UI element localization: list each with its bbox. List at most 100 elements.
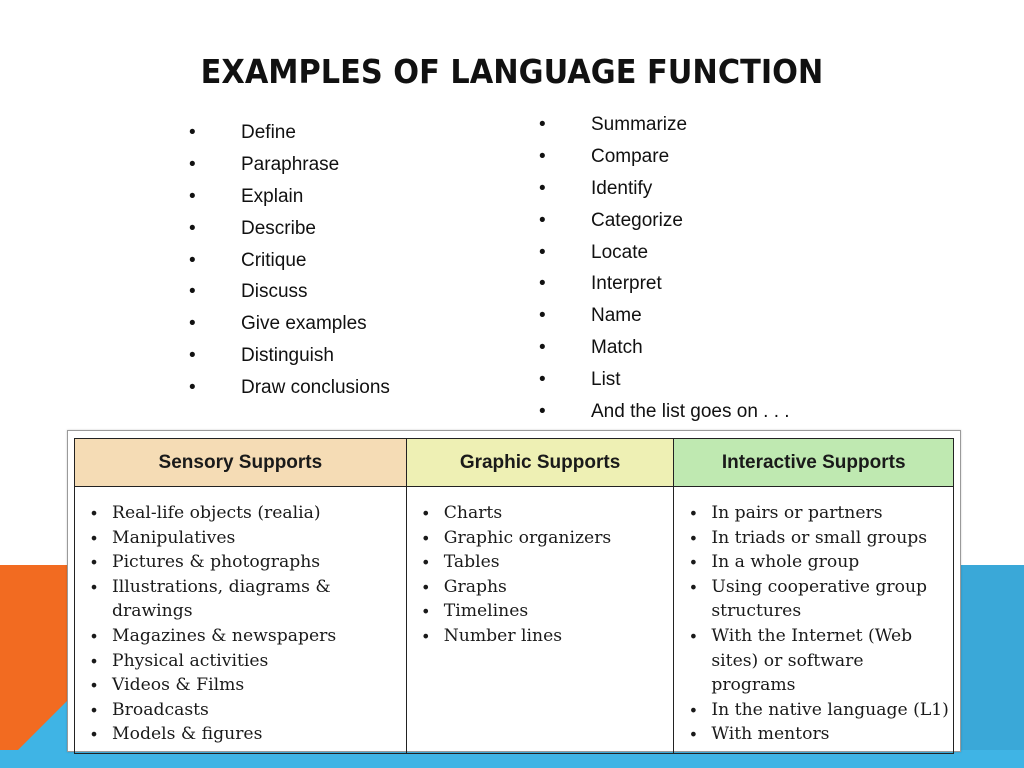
cell-item-text: Models & figures [112,724,263,745]
list-item-text: Discuss [241,281,308,303]
list-item: •Explain [189,185,390,219]
bullet-icon: • [539,273,546,295]
cell-item-text: Illustrations, diagrams & drawings [112,576,331,622]
bullet-icon: • [91,724,98,745]
list-item: •Manipulatives [89,526,406,551]
list-item: • Graphic organizers [421,526,674,551]
cell-item-text: With mentors [711,724,830,745]
bullet-icon: • [690,552,697,573]
cell-item-text: Real-life objects (realia) [112,503,321,523]
list-item: • Interpret [539,274,790,306]
list-item: • Models & figures [89,722,406,747]
list-item: •With mentors [688,722,953,747]
bullet-icon: • [189,153,196,175]
list-item: •Pictures & photographs [89,550,406,575]
list-item: •And the list goes on . . . [539,402,790,434]
list-item: •Compare [539,145,790,179]
slide-title: EXAMPLES OF LANGUAGE FUNCTION [200,52,824,91]
bullet-icon: • [539,337,546,359]
list-item: • Number lines [421,624,674,649]
bullet-icon: • [690,699,697,720]
cell-item-text: Using cooperative group structures [711,576,928,622]
bullet-icon: • [690,527,697,548]
list-item-text: Name [591,305,642,327]
list-item-text: Give examples [241,313,367,335]
table-header-row: Sensory Supports Graphic Supports Intera… [74,438,954,487]
list-item: •Distinguish [189,346,390,378]
cell-item-text: Magazines & newspapers [112,625,337,646]
bullet-icon: • [539,401,546,423]
bullet-icon: • [539,209,546,231]
bullet-icon: • [422,527,429,548]
cell-item-text: In the native language (L1) [711,699,949,720]
list-item: • In a whole group [688,550,953,575]
bullet-icon: • [539,114,546,135]
list-item: • Magazines & newspapers [89,624,406,649]
bullet-icon: • [189,249,196,271]
list-item: • Summarize [539,115,790,147]
bullet-icon: • [422,625,429,646]
list-item: • Match [539,338,790,370]
list-item: • Paraphrase [189,153,390,187]
bullet-icon: • [91,625,98,646]
list-item-text: Define [241,122,296,143]
graphic-supports-header: Graphic Supports [405,438,675,487]
list-item-text: Summarize [591,114,688,135]
list-item: •Charts [421,501,674,526]
bullet-icon: • [91,503,98,523]
cell-item-text: Number lines [443,625,563,646]
list-item: • In triads or small groups [688,526,953,551]
cell-item-text: In a whole group [711,552,860,573]
supports-table-image: Sensory Supports Graphic Supports Intera… [67,430,961,754]
list-item-text: Identify [591,177,653,199]
list-item: •Categorize [539,209,790,243]
bullet-icon: • [539,145,546,167]
list-item: • Real-life objects (realia) [89,501,406,526]
list-item: •Physical activities [89,649,406,674]
list-item: •Locate [539,241,790,275]
bullet-icon: • [91,650,98,671]
cell-item-text: In triads or small groups [711,527,928,548]
cell-item-text: In pairs or partners [711,503,883,523]
interactive-supports-cell: •In pairs or partners •In triads or smal… [673,486,954,754]
cell-item-text: Videos & Films [112,675,245,696]
list-item: • Timelines [421,599,674,624]
list-item: • List [539,370,790,402]
bullet-icon: • [422,576,429,597]
bullet-icon: • [690,576,697,597]
list-item-text: Critique [241,249,307,271]
cell-item-text: Broadcasts [112,699,209,720]
bullet-icon: • [422,552,429,573]
list-item: •Describe [189,218,390,251]
bullet-icon: • [91,699,98,720]
list-item: • Broadcasts [89,698,406,723]
bullet-icon: • [189,185,196,207]
bullet-icon: • [539,241,546,263]
list-item: •In pairs or partners [688,501,953,526]
list-item-text: List [591,369,621,391]
cell-item-text: Manipulatives [112,527,236,548]
list-item: •Illustrations, diagrams & drawings [89,575,406,624]
list-item: • Using cooperative group structures [688,575,953,624]
cell-item-text: With the Internet (Web sites) or softwar… [711,625,913,696]
list-item: •Define [189,123,390,155]
sensory-supports-cell: •Real-life objects (realia) •Manipulativ… [74,486,407,754]
list-item: •With the Internet (Web sites) or softwa… [688,624,953,698]
list-item: •Identify [539,177,790,211]
right-function-list: •Summarize •Compare •Identify •Categoriz… [539,115,790,434]
list-item: •Graphs [421,575,674,600]
bullet-icon: • [189,281,196,303]
list-item: • Draw conclusions [189,378,390,410]
list-item-text: Interpret [591,273,662,295]
list-item-text: Match [591,337,643,359]
cell-item-text: Graphic organizers [443,527,612,548]
bullet-icon: • [422,601,429,622]
list-item-text: Draw conclusions [241,377,390,399]
cell-item-text: Timelines [443,601,529,622]
bullet-icon: • [91,675,98,696]
bullet-icon: • [189,377,196,399]
list-item: •Tables [421,550,674,575]
list-item: • Videos & Films [89,673,406,698]
bullet-icon: • [539,369,546,391]
list-item-text: Paraphrase [241,153,340,175]
